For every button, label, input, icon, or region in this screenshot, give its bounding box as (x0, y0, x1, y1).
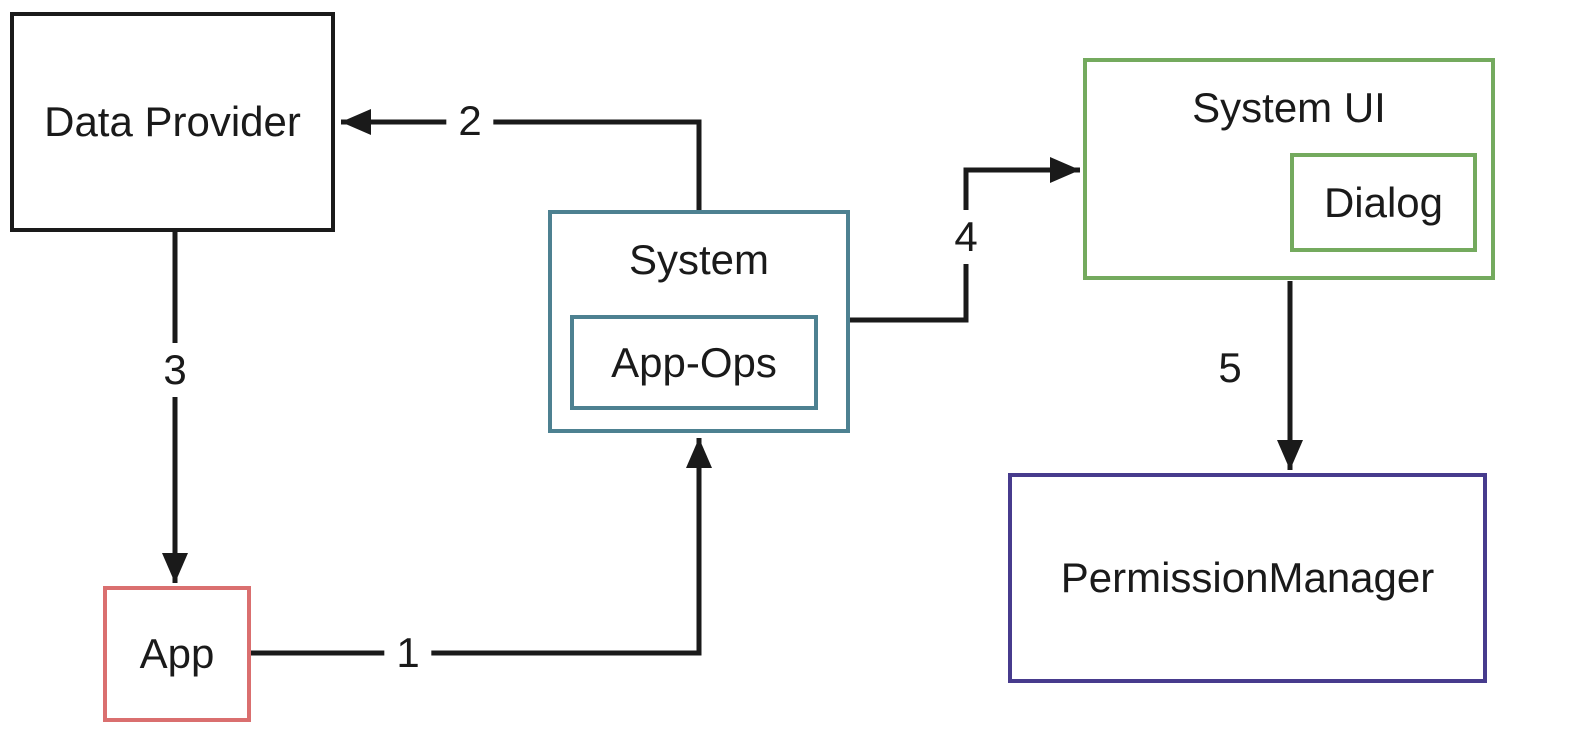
node-system-ui-label: System UI (1192, 84, 1386, 131)
edge-3-label: 3 (151, 343, 199, 397)
node-system: System App-Ops (548, 210, 850, 433)
node-data-provider: Data Provider (10, 12, 335, 232)
edge-2-line (341, 108, 702, 210)
edge-1-label: 1 (384, 626, 432, 680)
node-app-ops-label: App-Ops (611, 338, 777, 386)
edge-4-label: 4 (942, 210, 990, 264)
node-app-label: App (139, 630, 215, 677)
node-app: App (103, 586, 251, 722)
node-permission-manager: PermissionManager (1008, 473, 1487, 683)
node-permission-manager-label: PermissionManager (1060, 554, 1435, 601)
edge-5-label: 5 (1206, 341, 1254, 395)
node-data-provider-label: Data Provider (44, 98, 301, 145)
node-app-ops: App-Ops (570, 315, 818, 410)
node-dialog-label: Dialog (1323, 178, 1444, 226)
edge-1-line (251, 438, 713, 656)
node-system-ui: System UI Dialog (1083, 58, 1495, 280)
node-system-label: System (628, 236, 770, 283)
node-dialog: Dialog (1290, 153, 1477, 252)
edge-2-label: 2 (446, 94, 494, 148)
